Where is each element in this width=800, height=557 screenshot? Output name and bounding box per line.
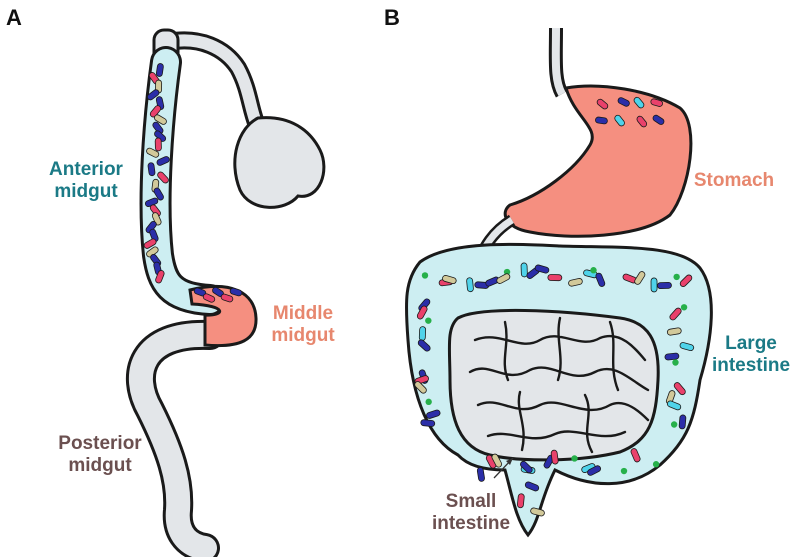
stomach-organ bbox=[503, 84, 693, 238]
bacterium-rod bbox=[426, 409, 441, 419]
bacterium-coccus bbox=[680, 304, 688, 311]
bacterium-rod bbox=[666, 400, 682, 411]
bacterium-rod bbox=[614, 114, 625, 127]
bacterium-rod bbox=[550, 449, 559, 465]
bacterium-rod bbox=[417, 339, 431, 352]
bacterium-rod bbox=[657, 281, 672, 289]
bacterium-rod bbox=[664, 352, 680, 361]
anterior-midgut-bacteria bbox=[143, 63, 170, 284]
bacterium-coccus bbox=[590, 267, 597, 274]
bacterium-rod bbox=[156, 156, 170, 166]
bacterium-rod bbox=[157, 171, 169, 184]
bacterium-rod bbox=[491, 453, 503, 468]
bacterium-rod bbox=[466, 277, 474, 293]
bacterium-rod bbox=[617, 97, 630, 107]
bacterium-rod bbox=[596, 98, 609, 110]
bacterium-rod bbox=[154, 114, 167, 125]
bacterium-coccus bbox=[503, 268, 511, 276]
bacterium-rod bbox=[568, 278, 583, 287]
bacterium-rod bbox=[679, 274, 693, 287]
bacterium-rod bbox=[595, 116, 608, 125]
bacterium-rod bbox=[650, 98, 663, 107]
bacterium-rod bbox=[220, 293, 234, 303]
bacterium-rod bbox=[154, 137, 162, 152]
stomach-label: Stomach bbox=[693, 170, 775, 191]
bacterium-rod bbox=[476, 467, 485, 482]
panel-b-letter: B bbox=[384, 5, 400, 30]
crop-sac bbox=[233, 116, 326, 209]
bacterium-rod bbox=[202, 293, 216, 303]
panel-a-midgut-drawing bbox=[125, 28, 326, 557]
bacterium-rod bbox=[146, 147, 160, 158]
bacterium-rod bbox=[143, 238, 157, 249]
bacterium-rod bbox=[153, 187, 164, 201]
bacterium-rod bbox=[595, 272, 606, 287]
middle-midgut-bacteria bbox=[193, 286, 243, 303]
bacterium-rod bbox=[496, 273, 511, 284]
bacterium-coccus bbox=[421, 272, 429, 279]
bacterium-rod bbox=[155, 270, 165, 284]
bacterium-rod bbox=[587, 465, 602, 476]
bacterium-coccus bbox=[425, 317, 432, 324]
bacterium-coccus bbox=[425, 398, 432, 406]
panel-a-letter: A bbox=[6, 5, 22, 30]
bacterium-coccus bbox=[571, 455, 578, 462]
bacterium-rod bbox=[151, 212, 162, 226]
bacterium-rod bbox=[149, 105, 162, 118]
bacterium-rod bbox=[520, 262, 528, 278]
bacterium-rod bbox=[530, 507, 545, 517]
bacterium-rod bbox=[520, 460, 533, 474]
bacterium-rod bbox=[547, 274, 563, 282]
large-intestine-bacteria bbox=[414, 262, 695, 517]
bacterium-rod bbox=[147, 162, 156, 177]
small-intestine-folds bbox=[468, 316, 650, 454]
bacterium-rod bbox=[534, 264, 550, 274]
bacterium-coccus bbox=[620, 467, 628, 475]
bacterium-rod bbox=[152, 121, 164, 135]
bacterium-coccus bbox=[652, 461, 660, 468]
bacterium-rod bbox=[420, 419, 436, 427]
bacterium-rod bbox=[652, 114, 665, 125]
panel-b-gi-drawing bbox=[404, 27, 713, 538]
bacterium-rod bbox=[524, 481, 540, 492]
small-intestine-organ bbox=[447, 308, 660, 462]
bacterium-rod bbox=[678, 414, 687, 430]
bacterium-coccus bbox=[673, 273, 680, 281]
bacterium-rod bbox=[634, 271, 646, 285]
bacterium-rod bbox=[630, 448, 641, 463]
stomach-bacteria bbox=[595, 96, 665, 128]
bacterium-rod bbox=[650, 277, 658, 293]
bacterium-rod bbox=[636, 115, 648, 128]
bacterium-rod bbox=[666, 327, 682, 336]
bacterium-rod bbox=[146, 89, 160, 101]
bacterium-rod bbox=[669, 307, 682, 321]
bacterium-rod bbox=[414, 381, 427, 394]
bacterium-rod bbox=[633, 96, 645, 109]
bacterium-coccus bbox=[672, 359, 679, 366]
bacterium-rod bbox=[679, 342, 695, 352]
bacterium-rod bbox=[229, 287, 243, 297]
bacterium-rod bbox=[155, 63, 164, 77]
bacterium-rod bbox=[416, 305, 428, 320]
bacterium-coccus bbox=[670, 421, 678, 428]
bacterium-rod bbox=[418, 326, 427, 341]
bacterium-rod bbox=[517, 493, 525, 509]
bacterium-rod bbox=[442, 275, 457, 285]
bacterium-rod bbox=[673, 382, 686, 396]
